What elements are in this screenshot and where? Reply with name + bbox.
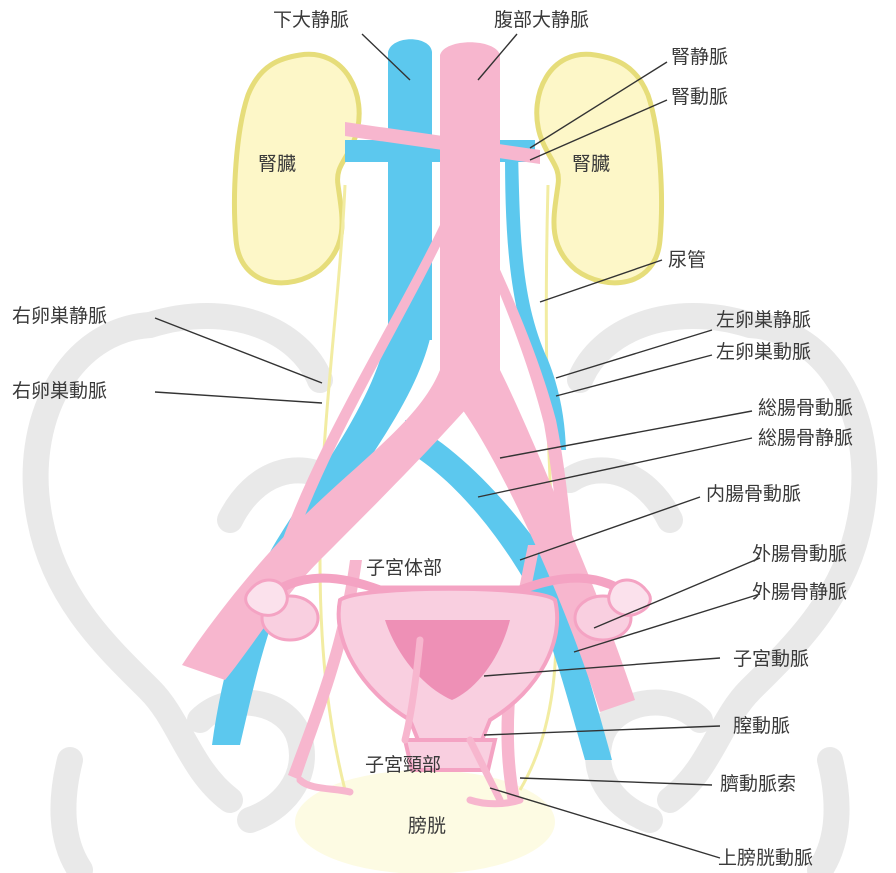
r-ovarian-vein-label: 右卵巣静脈 (12, 305, 107, 327)
vaginal-artery-label: 膣動脈 (733, 715, 790, 737)
ivc-label: 下大静脈 (273, 9, 349, 31)
fimbria-right (609, 580, 651, 615)
abdominal-aorta (440, 42, 500, 380)
umbilical-ligament-label: 臍動脈索 (720, 773, 796, 795)
renal-vein-label: 腎静脈 (671, 46, 728, 68)
leader-common-iliac-artery (500, 411, 752, 458)
uterine-body-label: 子宮体部 (366, 557, 442, 579)
aorta-label: 腹部大静脈 (494, 9, 589, 31)
leader-r-ovarian-artery (155, 392, 322, 403)
internal-iliac-artery-label: 内腸骨動脈 (706, 483, 801, 505)
uterine-artery-label: 子宮動脈 (733, 648, 809, 670)
cervix-label: 子宮頸部 (365, 754, 441, 776)
external-iliac-vein-label: 外腸骨静脈 (752, 581, 847, 603)
ureter-label: 尿管 (668, 249, 706, 271)
renal-artery-label: 腎動脈 (671, 86, 728, 108)
external-iliac-artery-label: 外腸骨動脈 (752, 543, 847, 565)
bladder-label: 膀胱 (408, 815, 446, 837)
l-ovarian-vein-label: 左卵巣静脈 (716, 309, 811, 331)
superior-vesical-artery-label: 上膀胱動脈 (718, 847, 813, 869)
r-ovarian-artery-label: 右卵巣動脈 (12, 380, 107, 402)
kidney-left-label: 腎臓 (258, 153, 296, 175)
kidney-right-label: 腎臓 (572, 153, 610, 175)
common-iliac-vein-label: 総腸骨静脈 (758, 427, 853, 449)
common-iliac-artery-label: 総腸骨動脈 (758, 397, 853, 419)
l-ovarian-artery-label: 左卵巣動脈 (716, 341, 811, 363)
